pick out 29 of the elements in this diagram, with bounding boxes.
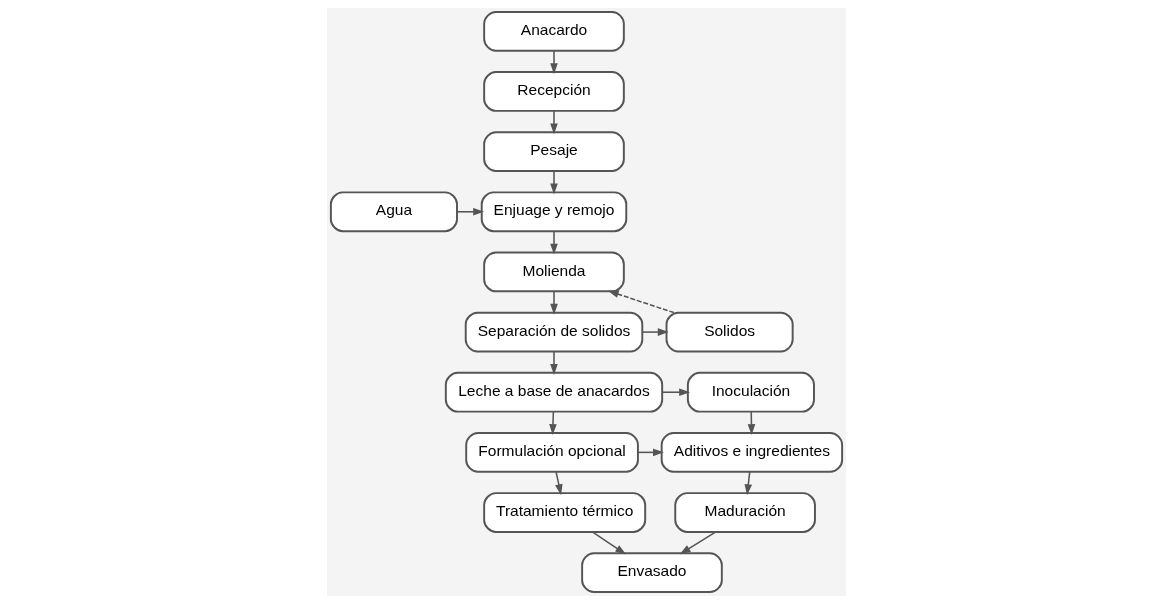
node-box: Separación de solidos (464, 311, 643, 353)
node-box: Aditivos e ingredientes (660, 432, 843, 473)
arrow (549, 50, 558, 75)
node-box: Recepción (482, 71, 625, 112)
arrow (548, 411, 557, 436)
node-box: Inoculación (686, 371, 815, 413)
arrow (455, 207, 484, 216)
arrow (549, 170, 558, 195)
arrow (679, 531, 716, 555)
arrow (554, 471, 563, 496)
arrow (641, 328, 669, 336)
node-box: Enjuage y remojo (480, 191, 627, 233)
node-box: Agua (329, 191, 458, 233)
node-box: Molienda (482, 251, 625, 293)
node-box: Maduración (673, 492, 816, 533)
arrow (661, 388, 690, 397)
arrow (591, 531, 626, 555)
arrow (549, 351, 558, 375)
node-box: Anacardo (482, 10, 625, 52)
node-box: Solidos (665, 311, 794, 353)
arrow (607, 290, 675, 314)
node-box: Envasado (580, 552, 723, 594)
node-box: Pesaje (482, 131, 625, 172)
node-box: Leche a base de anacardos (444, 371, 663, 413)
node-box: Tratamiento térmico (482, 492, 646, 533)
arrow (549, 110, 558, 135)
arrow (549, 230, 558, 255)
arrow (549, 290, 558, 315)
node-box: Formulación opcional (464, 432, 639, 473)
